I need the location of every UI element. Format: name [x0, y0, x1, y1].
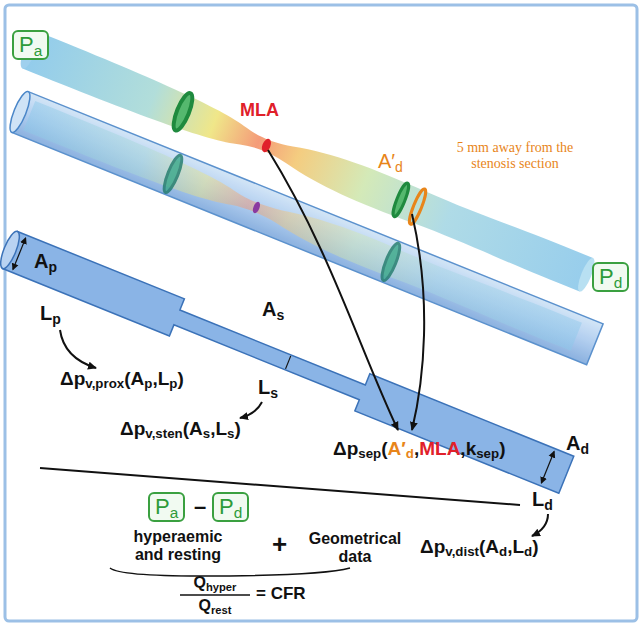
dimension-label: Ld [532, 488, 553, 511]
fraction-bar [180, 594, 250, 596]
pressure-box: Pd [212, 492, 249, 522]
pressure-box: Pd [592, 262, 629, 292]
dimension-label: Ad [566, 432, 589, 455]
leader-line [412, 214, 424, 430]
plus-sign: + [272, 530, 287, 560]
stepped-tube [0, 229, 574, 493]
pressure-drop-formula: Δpv,prox(Ap,Lp) [60, 368, 184, 390]
curved-arrow [532, 514, 548, 536]
dimension-label: Ap [34, 250, 57, 273]
tube-model [6, 89, 603, 364]
pressure-drop-formula: Δpv,sten(As,Ls) [120, 418, 241, 440]
minus-sign: – [194, 494, 206, 519]
dimension-label: Lp [40, 302, 61, 325]
pressure-box: Pa [148, 492, 185, 522]
pressure-drop-formula: Δpv,dist(Ad,Ld) [420, 536, 539, 558]
note-text: 5 mm away from the stenosis section [440, 140, 590, 172]
leader-line [268, 150, 398, 430]
condition-text: hyperaemic and resting [118, 528, 238, 565]
pressure-label: Pa [19, 32, 42, 57]
flow-numerator: Qhyper [176, 574, 254, 592]
curved-arrow [60, 330, 96, 368]
pressure-label: Pd [599, 264, 622, 289]
dimension-label: As [262, 298, 284, 321]
pressure-label: Pd [219, 494, 242, 519]
pressure-drop-formula: Δpsep(A′d,MLA,ksep) [333, 438, 505, 460]
flow-denominator: Qrest [176, 597, 254, 615]
ratio-result: = CFR [256, 584, 306, 604]
area-label: A′d [378, 150, 403, 173]
dimension-label: Ls [258, 376, 278, 399]
pressure-box: Pa [12, 30, 49, 60]
curved-arrow [240, 402, 262, 418]
pressure-label: Pa [155, 494, 178, 519]
stenosis-label: MLA [240, 100, 279, 121]
divider-line [40, 468, 520, 505]
frame [5, 5, 637, 621]
bracket [110, 568, 350, 576]
data-text: Geometrical data [300, 530, 410, 567]
